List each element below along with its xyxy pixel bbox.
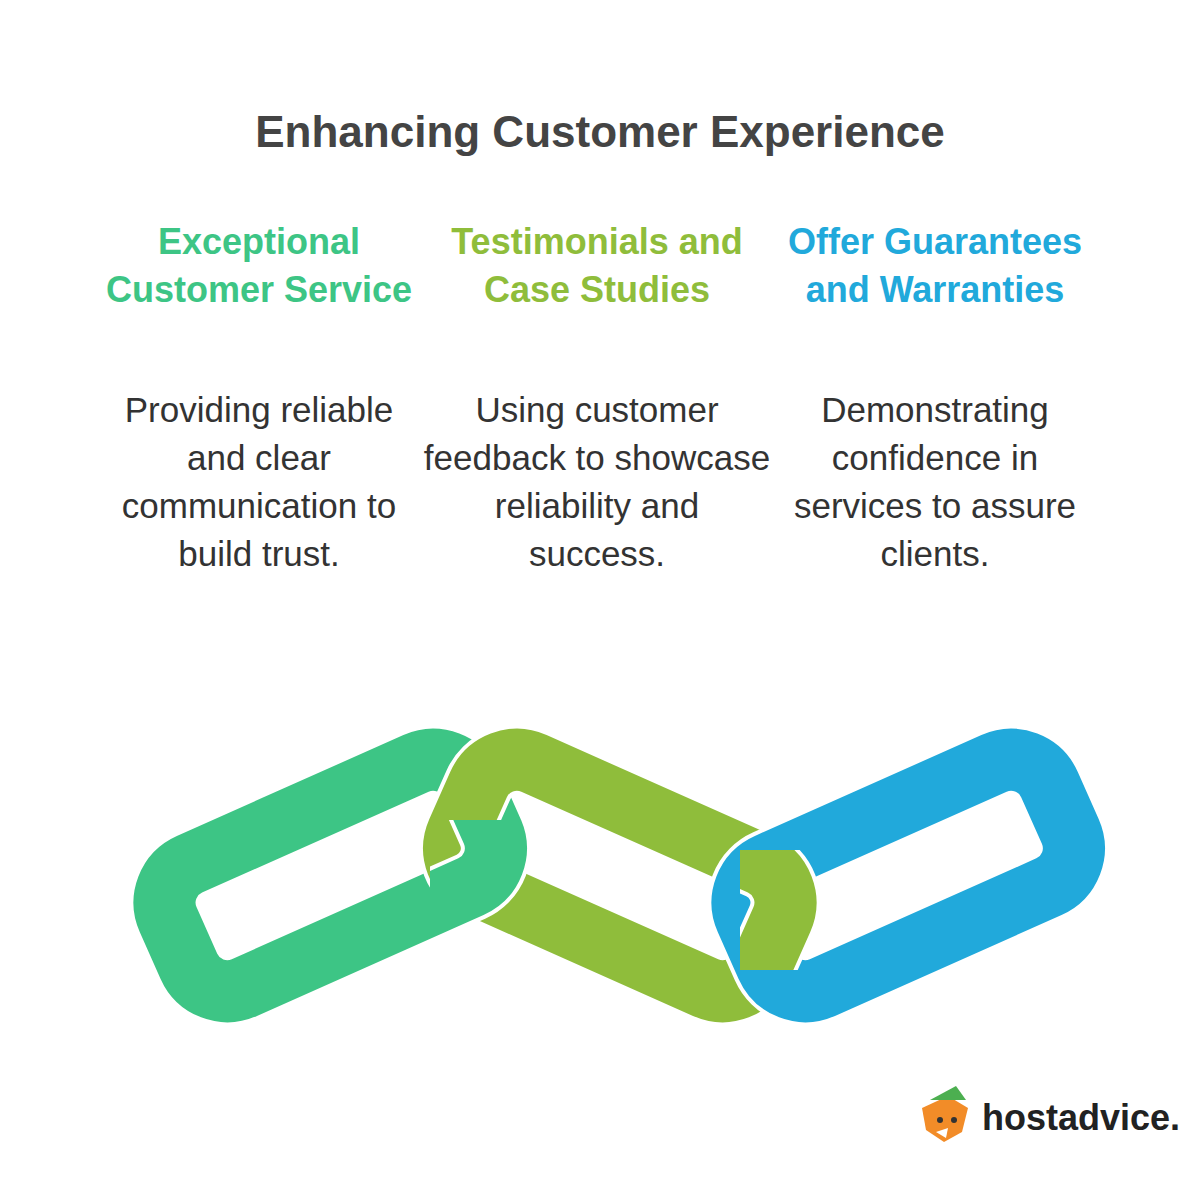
column-heading: Exceptional Customer Service bbox=[94, 218, 424, 314]
fox-logo bbox=[922, 1086, 968, 1142]
diagram-title: Enhancing Customer Experience bbox=[100, 104, 1100, 160]
column-body: Using customer feedback to showcase reli… bbox=[422, 386, 772, 578]
column-heading: Offer Guarantees and Warranties bbox=[775, 218, 1095, 314]
brand-watermark: hostadvice. bbox=[982, 1094, 1192, 1142]
column-heading: Testimonials and Case Studies bbox=[422, 218, 772, 314]
column-body: Demonstrating confidence in services to … bbox=[775, 386, 1095, 578]
column-body: Providing reliable and clear communicati… bbox=[94, 386, 424, 578]
chain-overlap bbox=[740, 850, 799, 970]
chain-overlap bbox=[430, 820, 509, 930]
